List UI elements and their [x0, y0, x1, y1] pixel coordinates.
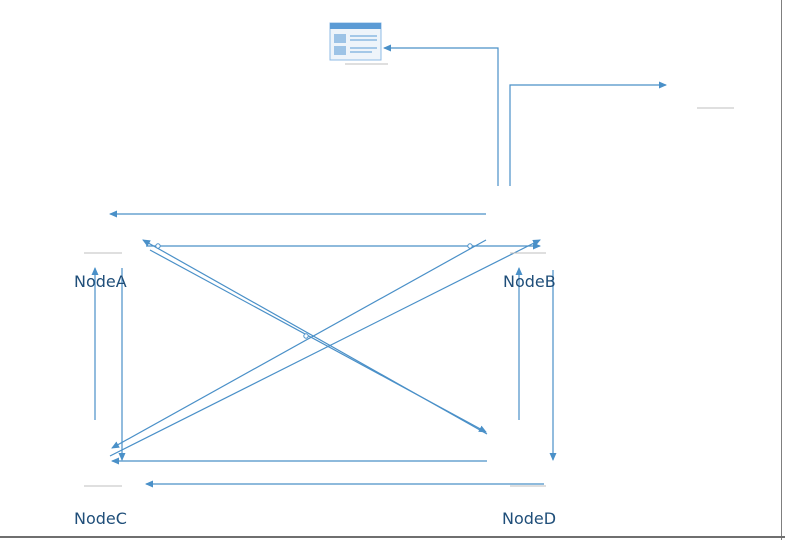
- frame-border-right: [781, 0, 782, 540]
- node-d-label: NodeD: [502, 509, 557, 528]
- web-app-window-icon: [329, 22, 388, 65]
- node-a-label: NodeA: [74, 272, 127, 291]
- connectors: [91, 44, 667, 488]
- arrow-nodea-to-noded: [149, 249, 487, 433]
- arrow-nodec-to-nodeb-server: [109, 239, 541, 457]
- arrow-nodeb-to-webapp: [383, 44, 499, 186]
- frame-border-bottom: [0, 536, 785, 538]
- node-b-label: NodeB: [503, 272, 556, 291]
- arrow-nodeb-to-nodec: [111, 239, 487, 449]
- node-c-label: NodeC: [74, 509, 127, 528]
- arrow-nodeb-to-standalone-db: [509, 81, 667, 186]
